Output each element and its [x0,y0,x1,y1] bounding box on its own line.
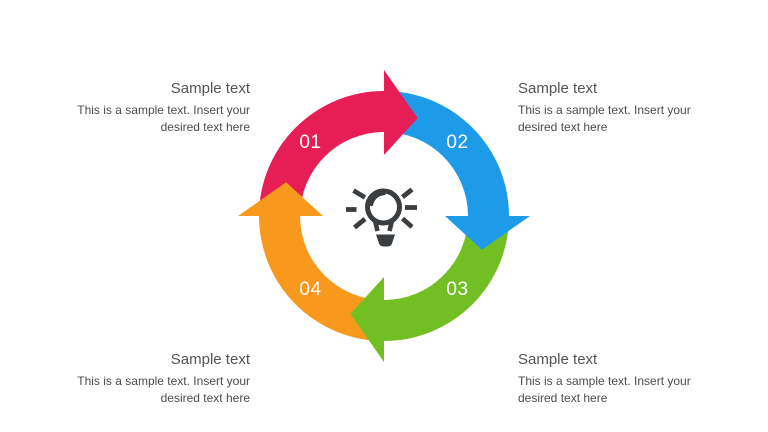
bulb-neck [372,219,395,232]
text-block-body: This is a sample text. Insert your desir… [518,103,691,134]
text-block-top-left: Sample text This is a sample text. Inser… [75,80,250,135]
text-block-body: This is a sample text. Insert your desir… [77,374,250,405]
text-block-body: This is a sample text. Insert your desir… [518,374,691,405]
text-block-bottom-left: Sample text This is a sample text. Inser… [75,351,250,406]
segment-04-arrowhead [238,182,323,216]
text-block-body: This is a sample text. Insert your desir… [77,103,250,134]
segment-03-arc [384,216,509,341]
segment-01-arc [259,91,384,216]
text-block-title: Sample text [170,80,250,97]
segment-01-arrowhead [384,70,418,155]
segment-02-arrowhead [445,216,530,250]
bulb-base [376,234,395,247]
bulb-outline [365,188,402,226]
step-number-02: 02 [446,131,469,153]
text-block-title: Sample text [518,351,598,368]
bulb-rays [346,187,417,230]
step-number-03: 03 [446,278,469,300]
segment-04-arc [259,216,384,341]
text-block-title: Sample text [518,80,598,97]
step-number-04: 04 [299,278,322,300]
segment-02-arc [384,91,509,216]
bulb-highlight-arc [369,191,386,207]
text-block-title: Sample text [170,351,250,368]
step-number-01: 01 [299,131,322,153]
text-block-bottom-right: Sample text This is a sample text. Inser… [518,351,693,406]
text-block-top-right: Sample text This is a sample text. Inser… [518,80,693,135]
segment-03-arrowhead [350,277,384,362]
lightbulb-icon [346,187,417,247]
